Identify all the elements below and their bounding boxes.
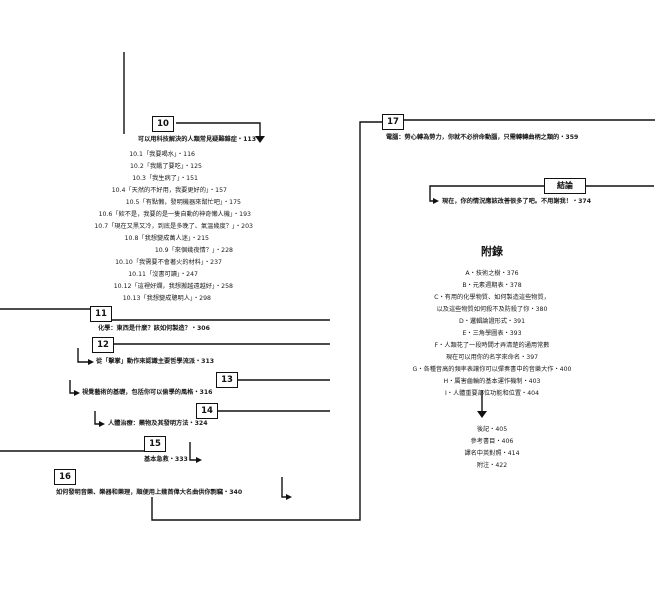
- chapter-15-number-box: 15: [144, 436, 166, 452]
- section-item[interactable]: 10.2「我餓了要吃」・125: [130, 163, 202, 170]
- chapter-17-number-box: 17: [382, 114, 404, 130]
- chapter-12-number-box: 12: [92, 337, 114, 353]
- section-item[interactable]: 10.5「有點懶，發明機器來幫忙吧」・175: [125, 199, 241, 206]
- appendix-item[interactable]: 以及這些物質如何殺不及防殺了你・380: [436, 306, 548, 313]
- chapter-13-title[interactable]: 視覺藝術的基礎，包括你可以偷學的風格・316: [82, 389, 213, 396]
- appendix-item[interactable]: H・厲害齒輪的基本運作機制・403: [443, 378, 541, 385]
- conclusion-title[interactable]: 現在，你的情況應該改善很多了吧。不用謝我！・374: [442, 198, 592, 205]
- section-item[interactable]: 10.6「欸不是，我要的是一隻自動的神奇懶人機」・193: [98, 211, 251, 218]
- appendix-item[interactable]: I・人體重要部位功能和位置・404: [444, 390, 540, 397]
- chapter-16-title[interactable]: 如何發明音樂、樂器和樂理，順便用上幾首偉大名曲供你剽竊・340: [56, 489, 243, 496]
- section-item[interactable]: 10.8「我想變成萬人迷」・215: [124, 235, 209, 242]
- section-item[interactable]: 10.7「現在又黑又冷，到底是多晚了、氣溫幾度？」・203: [94, 223, 253, 230]
- chapter-13-number-box: 13: [216, 372, 238, 388]
- appendix-item[interactable]: D・邏輯論證形式・391: [458, 318, 526, 325]
- appendix-item[interactable]: B・元素週期表・378: [462, 282, 522, 289]
- chapter-16-number-box: 16: [54, 469, 76, 485]
- section-item[interactable]: 10.4「天然的不好用，我要更好的」・157: [111, 187, 227, 194]
- section-item[interactable]: 10.1「我要喝水」・116: [129, 151, 195, 158]
- section-item[interactable]: 10.11「沒書可讀」・247: [128, 271, 198, 278]
- appendix-item[interactable]: C・有用的化學物質、如何製造這些物質，: [434, 294, 550, 301]
- chapter-11-title[interactable]: 化學：東西是什麼？該如何製造？・306: [98, 325, 210, 332]
- section-item[interactable]: 10.13「我想變成聰明人」・298: [122, 295, 211, 302]
- back-matter-item[interactable]: 後記・405: [476, 426, 508, 433]
- chapter-10-number-box: 10: [152, 116, 174, 132]
- appendix-heading: 附錄: [481, 245, 503, 258]
- conclusion-label-box: 結論: [544, 178, 586, 194]
- section-item[interactable]: 10.3「我生病了」・151: [132, 175, 198, 182]
- chapter-17-title[interactable]: 電腦：勞心轉為勞力，你就不必拚命動腦，只需轉轉曲柄之類的・359: [386, 134, 579, 141]
- section-item[interactable]: 10.10「我需要不會著火的材料」・237: [115, 259, 222, 266]
- appendix-item[interactable]: G・各種音高的頻率表讓你可以彈奏書中的音樂大作・400: [412, 366, 572, 373]
- appendix-item[interactable]: A・技術之樹・376: [465, 270, 519, 277]
- appendix-item[interactable]: F・人類花了一段時間才弄清楚的通用常數: [434, 342, 550, 349]
- chapter-10-title[interactable]: 可以用科技解決的人類常見疑難雜症・113: [137, 136, 256, 143]
- chapter-15-title[interactable]: 基本急救・333: [144, 456, 188, 463]
- chapter-11-number-box: 11: [90, 306, 112, 322]
- chapter-14-number-box: 14: [196, 403, 218, 419]
- section-item[interactable]: 10.12「這裡好爛，我想搬越遠越好」・258: [113, 283, 233, 290]
- appendix-item[interactable]: 現在可以用你的名字來命名・397: [445, 354, 539, 361]
- section-item[interactable]: 10.9「來個幾夜情？」・228: [154, 247, 233, 254]
- chapter-14-title[interactable]: 人體治療：藥物及其發明方法・324: [108, 420, 208, 427]
- back-matter-item[interactable]: 附注・422: [476, 462, 508, 469]
- back-matter-item[interactable]: 譯名中英對照・414: [464, 450, 520, 457]
- appendix-item[interactable]: E・三角學圖表・393: [462, 330, 522, 337]
- back-matter-item[interactable]: 參考書目・406: [470, 438, 514, 445]
- chapter-12-title[interactable]: 從「擊掌」動作來認識主要哲學流派・313: [96, 358, 215, 365]
